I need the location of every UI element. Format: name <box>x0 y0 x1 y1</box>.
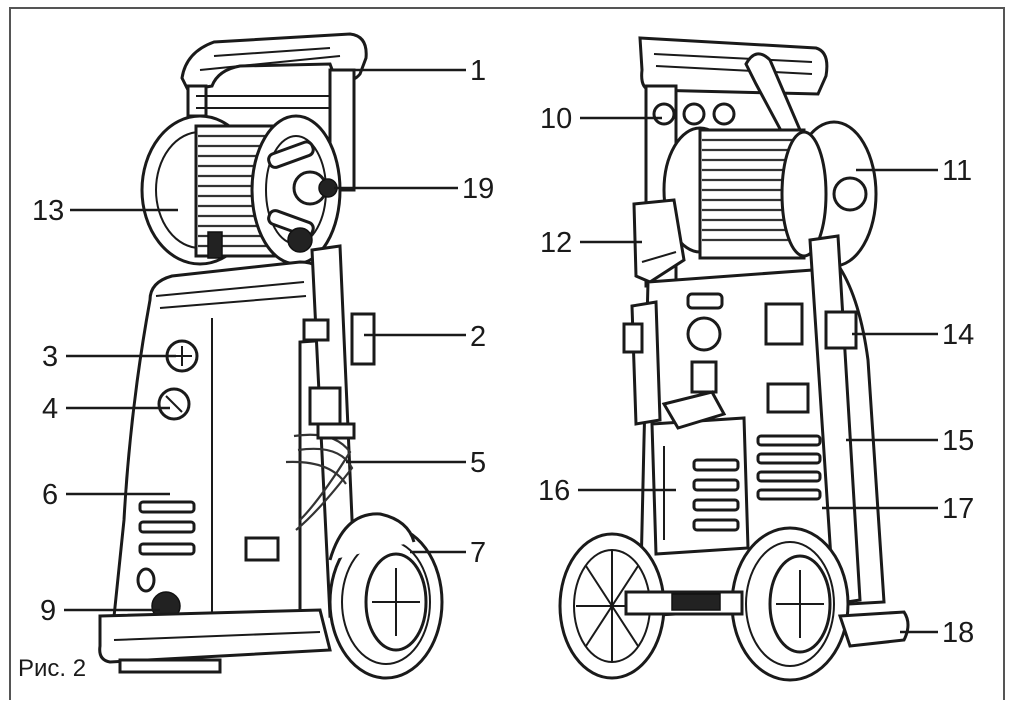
callout-15: 15 <box>942 425 974 457</box>
callout-14: 14 <box>942 319 974 351</box>
callout-2: 2 <box>470 321 486 353</box>
hose-coils-rear <box>702 138 802 242</box>
callout-7: 7 <box>470 537 486 569</box>
hose-coils <box>198 134 274 248</box>
callout-18: 18 <box>942 617 974 649</box>
callout-5: 5 <box>470 447 486 479</box>
callout-11: 11 <box>942 155 972 187</box>
callout-numbers: 1 2 3 4 5 6 7 9 10 11 12 13 14 15 16 17 … <box>32 55 974 649</box>
callout-4: 4 <box>42 393 58 425</box>
callout-12: 12 <box>540 227 572 259</box>
callout-10: 10 <box>540 103 572 135</box>
callout-1: 1 <box>470 55 486 87</box>
callout-leaders <box>64 68 938 634</box>
front-view <box>98 32 444 680</box>
callout-19: 19 <box>462 173 494 205</box>
figure-caption: Рис. 2 <box>18 655 86 682</box>
callout-13: 13 <box>32 195 64 227</box>
callout-9: 9 <box>40 595 56 627</box>
callout-17: 17 <box>942 493 974 525</box>
figure-frame <box>9 7 1005 700</box>
callout-3: 3 <box>42 341 58 373</box>
callout-6: 6 <box>42 479 58 511</box>
rear-view <box>558 36 910 682</box>
callout-16: 16 <box>538 475 570 507</box>
